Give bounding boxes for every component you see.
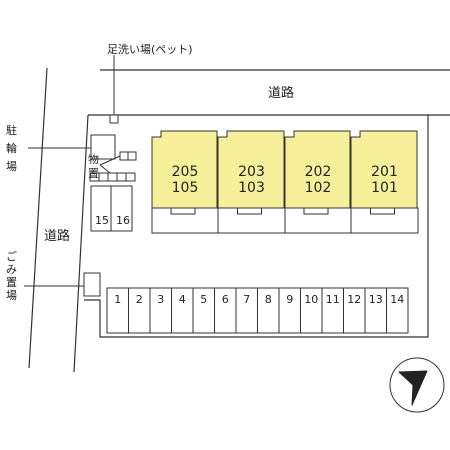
storage-leader-line-a <box>99 155 121 166</box>
parking-space-13: 13 <box>364 287 387 334</box>
parking-space-1: 1 <box>106 287 129 334</box>
property-boundary <box>84 114 429 338</box>
storage-label: 物置 <box>88 152 99 180</box>
parking-space-label: 2 <box>136 293 143 306</box>
parking-space-16-label: 16 <box>116 214 130 227</box>
road-left-edge-inner <box>73 114 89 373</box>
road-top-label: 道路 <box>268 85 294 101</box>
unit-label-lower: 101 <box>371 180 398 196</box>
parking-space-label: 12 <box>347 293 361 306</box>
unit-label-upper: 201 <box>371 164 398 180</box>
parking-space-label: 6 <box>222 293 229 306</box>
storage-shed-2 <box>89 172 136 182</box>
unit-label-lower: 103 <box>238 180 265 196</box>
parking-space-14: 14 <box>386 287 409 334</box>
parking-space-7: 7 <box>235 287 258 334</box>
footwash-station <box>109 114 119 124</box>
unit-label-upper: 205 <box>172 164 199 180</box>
unit-label-lower: 105 <box>172 180 199 196</box>
parking-space-15-label: 15 <box>95 214 109 227</box>
parking-space-label: 13 <box>369 293 383 306</box>
parking-space-5: 5 <box>192 287 215 334</box>
svg-text:ごみ置場: ごみ置場 <box>6 249 17 302</box>
parking-space-8: 8 <box>257 287 280 334</box>
unit-label-upper: 202 <box>305 164 332 180</box>
bike-parking-label: 駐輪場 <box>6 123 17 173</box>
parking-space-label: 10 <box>304 293 318 306</box>
parking-space-label: 11 <box>326 293 340 306</box>
parking-space-label: 5 <box>200 293 207 306</box>
garbage-label: ごみ置場 <box>6 249 17 302</box>
parking-space-4: 4 <box>171 287 194 334</box>
parking-space-10: 10 <box>300 287 323 334</box>
parking-space-9: 9 <box>278 287 301 334</box>
footwash-label: 足洗い場(ペット) <box>107 43 193 56</box>
parking-space-6: 6 <box>214 287 237 334</box>
parking-space-16 <box>110 185 133 232</box>
parking-space-label: 1 <box>114 293 121 306</box>
bike-parking-area <box>90 134 116 160</box>
parking-space-11: 11 <box>321 287 344 334</box>
parking-space-label: 4 <box>179 293 186 306</box>
unit-label-lower: 102 <box>305 180 332 196</box>
parking-space-3: 3 <box>149 287 172 334</box>
parking-space-label: 3 <box>157 293 164 306</box>
unit-label-upper: 203 <box>238 164 265 180</box>
parking-space-label: 7 <box>243 293 250 306</box>
parking-space-label: 9 <box>286 293 293 306</box>
parking-space-12: 12 <box>343 287 366 334</box>
road-left-label: 道路 <box>44 228 70 244</box>
svg-text:駐輪場: 駐輪場 <box>6 123 17 173</box>
north-arrow-icon <box>389 357 445 413</box>
parking-space-2: 2 <box>128 287 151 334</box>
svg-text:物置: 物置 <box>88 152 99 180</box>
parking-space-label: 8 <box>265 293 272 306</box>
garbage-area <box>83 272 101 297</box>
road-left-edge-outer <box>28 67 48 369</box>
parking-space-label: 14 <box>390 293 404 306</box>
storage-leader-line-b <box>99 164 111 174</box>
